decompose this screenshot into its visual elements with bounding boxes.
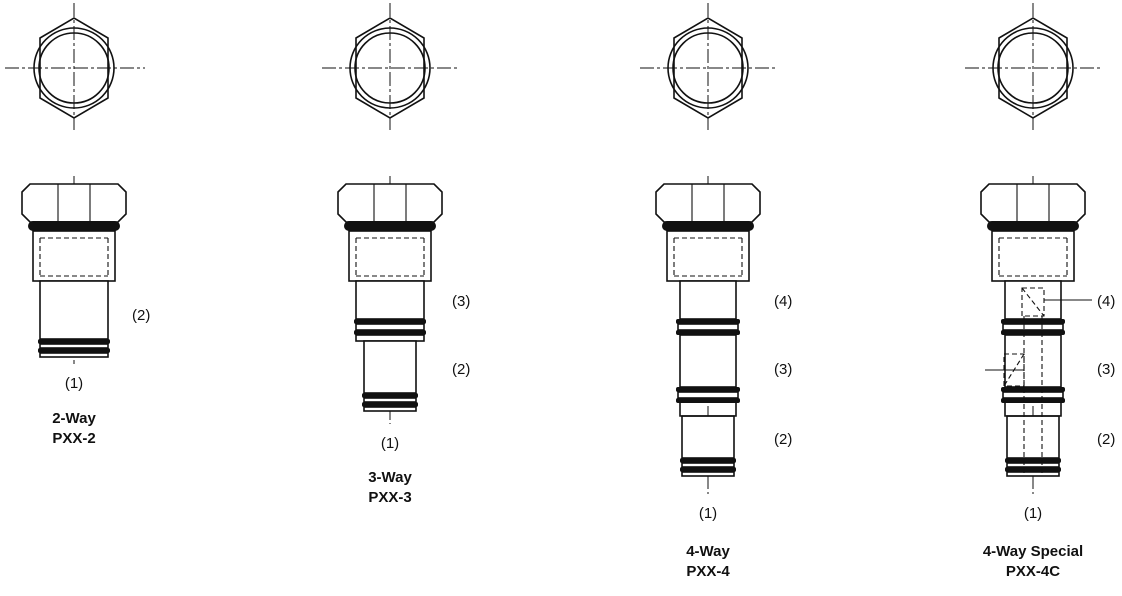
valve-2way: (2) (1) 2-Way PXX-2 [5, 3, 150, 447]
bottom-port-label: (1) [1024, 505, 1042, 522]
cartridge-side-view [337, 176, 443, 424]
hex-top-view [965, 3, 1103, 130]
valve-title: 3-Way [368, 469, 412, 486]
valve-model: PXX-4 [686, 563, 730, 580]
hex-top-view [640, 3, 778, 130]
cartridge-side-view [655, 176, 761, 494]
port-label: (4) [1097, 293, 1115, 310]
port-label: (3) [452, 293, 470, 310]
hex-top-view [322, 3, 460, 130]
valve-4way: (4) (3) (2) (1) 4-Way PXX-4 [640, 3, 792, 580]
port-label: (3) [774, 361, 792, 378]
cartridge-side-view [980, 176, 1086, 494]
valve-title: 4-Way Special [983, 543, 1083, 560]
port-label: (2) [774, 431, 792, 448]
port-label: (2) [452, 361, 470, 378]
valve-model: PXX-3 [368, 489, 411, 506]
valve-title: 2-Way [52, 410, 96, 427]
port-label: (3) [1097, 361, 1115, 378]
bottom-port-label: (1) [381, 435, 399, 452]
valve-title: 4-Way [686, 543, 730, 560]
cartridge-side-view [21, 176, 127, 364]
bottom-port-label: (1) [65, 375, 83, 392]
bottom-port-label: (1) [699, 505, 717, 522]
valve-model: PXX-2 [52, 430, 95, 447]
valve-3way: (3) (2) (1) 3-Way PXX-3 [322, 3, 470, 506]
port-label: (4) [774, 293, 792, 310]
port-label: (2) [132, 307, 150, 324]
port-label: (2) [1097, 431, 1115, 448]
internal-passages [985, 287, 1092, 476]
valve-4way-special: (4) (3) (2) (1) 4-Way Special PXX-4C [965, 3, 1115, 580]
hex-top-view [5, 3, 145, 130]
valve-model: PXX-4C [1006, 563, 1060, 580]
